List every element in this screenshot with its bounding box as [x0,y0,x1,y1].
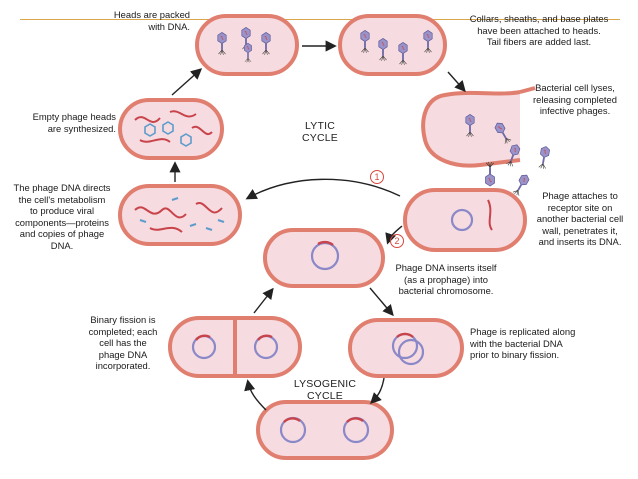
cell-binary-fission [168,316,302,378]
cell-replicated [348,318,464,378]
cell-heads-packed [195,14,299,76]
path-number-2: 2 [390,234,404,248]
label-lytic-cycle: LYTIC CYCLE [301,120,338,144]
label-heads-packed: Heads are packed with DNA. [113,9,190,32]
label-prophage: Phage DNA inserts itself (as a prophage)… [395,262,497,296]
cycle-arrows [169,40,466,411]
label-empty-heads: Empty phage heads are synthesized. [32,111,116,134]
label-replicated: Phage is replicated along with the bacte… [470,326,576,360]
label-lysogenic-cycle: LYSOGENIC CYCLE [293,378,357,402]
cell-directs-metabolism [118,184,242,246]
cell-dividing [256,400,394,460]
label-binary-fission: Binary fission is completed; each cell h… [88,314,158,371]
cell-tails-attached [338,14,447,76]
label-directs-metabolism: The phage DNA directs the cell's metabol… [13,182,111,251]
path-number-1: 1 [370,170,384,184]
cell-phage-attaches [403,161,531,252]
label-phage-attaches: Phage attaches to receptor site on anoth… [536,190,624,247]
cell-prophage [263,228,385,288]
label-collars-attached: Collars, sheaths, and base plates have b… [469,13,609,47]
cell-empty-heads [118,98,224,160]
cell-lysing [421,86,551,170]
accent-rule [20,19,620,20]
label-cell-lyses: Bacterial cell lyses, releasing complete… [533,82,617,116]
